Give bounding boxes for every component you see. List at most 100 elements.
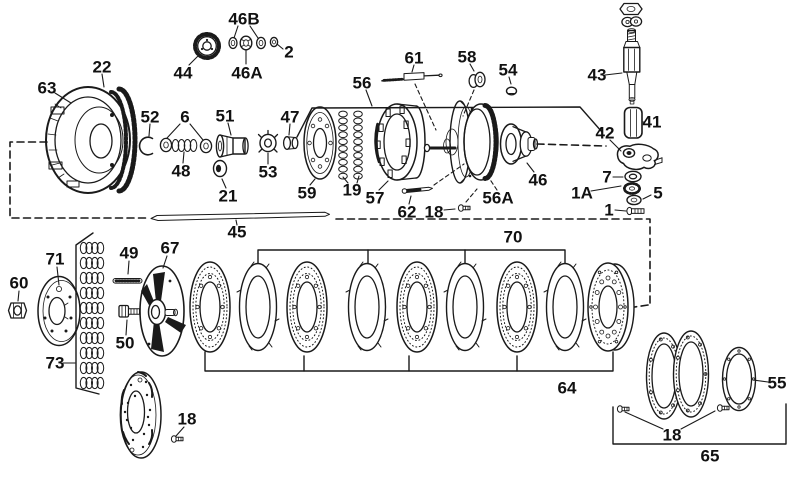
screw-shaft bbox=[175, 436, 184, 442]
plate-outline bbox=[445, 262, 485, 352]
rim-notch bbox=[457, 261, 462, 267]
roller-19 bbox=[338, 158, 348, 166]
rivet-hole bbox=[737, 349, 741, 353]
roller-19 bbox=[353, 138, 363, 146]
spring-coil bbox=[91, 316, 99, 330]
plate-outline bbox=[545, 262, 585, 352]
disc-hole bbox=[406, 281, 428, 333]
spring-coil bbox=[91, 361, 99, 375]
leader-line-21 bbox=[221, 178, 227, 189]
roller-19 bbox=[338, 124, 348, 132]
callout-54: 54 bbox=[499, 61, 518, 80]
rim-notch bbox=[383, 318, 389, 322]
leader-line-55 bbox=[752, 379, 769, 383]
rim-notch bbox=[472, 263, 477, 269]
callout-65: 65 bbox=[701, 447, 720, 466]
rivet-hole bbox=[722, 377, 727, 381]
rivet-hole bbox=[199, 283, 204, 288]
roller-19 bbox=[338, 172, 348, 180]
callout-18: 18 bbox=[425, 203, 444, 222]
leader-line-47 bbox=[288, 123, 291, 136]
leader-line-57 bbox=[378, 180, 389, 191]
pushrod-45 bbox=[150, 211, 330, 221]
callout-44: 44 bbox=[174, 64, 193, 83]
rivet-hole bbox=[594, 290, 600, 295]
callout-55: 55 bbox=[768, 374, 787, 393]
spring-coil bbox=[85, 286, 93, 300]
roller-19 bbox=[353, 152, 363, 159]
leader-line-1 bbox=[614, 209, 627, 212]
leader-line-59 bbox=[309, 178, 316, 186]
callout-1: 1 bbox=[604, 201, 613, 220]
nut-60 bbox=[7, 302, 28, 319]
leader-line-62 bbox=[408, 195, 412, 205]
rim-notch bbox=[557, 261, 562, 267]
roller-19 bbox=[353, 131, 363, 139]
thick-friction-disc bbox=[587, 262, 635, 352]
rivet-hole bbox=[676, 388, 680, 393]
leader-line-44 bbox=[188, 54, 200, 66]
callout-42: 42 bbox=[596, 124, 615, 143]
spring-coil bbox=[85, 241, 93, 255]
rivet-hole bbox=[207, 334, 213, 340]
spring-coil bbox=[96, 346, 105, 360]
screw-18 bbox=[457, 204, 471, 212]
rivet-hole bbox=[216, 326, 221, 331]
rivet-hole bbox=[304, 334, 310, 340]
construction-lines bbox=[9, 106, 787, 445]
rivet-hole bbox=[611, 279, 617, 285]
rivet-hole bbox=[698, 401, 702, 406]
axis-line bbox=[335, 218, 651, 304]
rim-notch bbox=[345, 289, 351, 293]
rim-notch bbox=[481, 318, 487, 322]
rivet-hole bbox=[623, 305, 627, 309]
steel-plate bbox=[236, 261, 280, 352]
spacer-discs-58 bbox=[468, 71, 486, 89]
rivet-hole bbox=[594, 319, 600, 324]
rivet-hole bbox=[406, 283, 411, 288]
callout-57: 57 bbox=[366, 189, 385, 208]
callout-61: 61 bbox=[405, 49, 424, 68]
rim-notch bbox=[250, 261, 255, 267]
callout-60: 60 bbox=[10, 274, 29, 293]
spring-coil bbox=[79, 361, 88, 375]
leader-line-54 bbox=[508, 76, 512, 85]
rivet-hole bbox=[649, 357, 653, 362]
callout-59: 59 bbox=[298, 184, 317, 203]
rivet-hole bbox=[502, 304, 507, 310]
plate-outline bbox=[347, 262, 387, 352]
leader-line-56 bbox=[365, 89, 373, 107]
rim-notch bbox=[543, 289, 549, 293]
rivet-hole bbox=[671, 403, 675, 408]
leader-line-62 bbox=[433, 163, 465, 186]
rivet-hole bbox=[216, 283, 221, 288]
rivet-hole bbox=[593, 304, 598, 310]
callout-71: 71 bbox=[46, 250, 65, 269]
roller-19 bbox=[353, 110, 363, 118]
friction-disc bbox=[396, 261, 438, 353]
rivet-hole bbox=[506, 283, 511, 288]
leader-line-61 bbox=[411, 64, 415, 73]
spring-coil bbox=[96, 316, 105, 330]
rivet-hole bbox=[658, 410, 663, 415]
callout-53: 53 bbox=[259, 163, 278, 182]
rivet-hole bbox=[414, 334, 420, 340]
leader-line-6 bbox=[166, 123, 181, 139]
friction-disc bbox=[496, 261, 538, 353]
rivet-hole bbox=[671, 344, 675, 349]
rivet-hole bbox=[423, 326, 428, 331]
callout-2: 2 bbox=[284, 43, 293, 62]
sprocket-plate-lower bbox=[119, 371, 162, 459]
leader-line-18 bbox=[175, 426, 185, 437]
bracket-56 bbox=[296, 106, 603, 138]
rivet-hole bbox=[514, 334, 520, 340]
roller-19 bbox=[353, 158, 363, 166]
rim-notch bbox=[248, 345, 253, 351]
bracket-73 bbox=[75, 232, 100, 395]
callout-43: 43 bbox=[588, 66, 607, 85]
callout-73: 73 bbox=[46, 354, 65, 373]
mainshaft-stack-43-41 bbox=[619, 2, 643, 139]
clutch-spring-73 bbox=[79, 301, 105, 315]
leader-line-58 bbox=[469, 63, 475, 72]
